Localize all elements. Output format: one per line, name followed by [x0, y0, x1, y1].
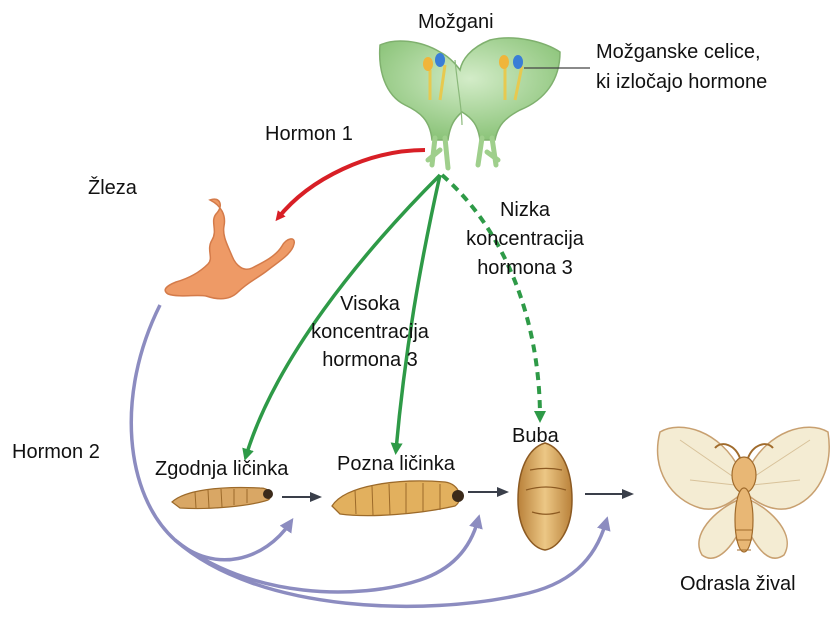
high-concentration-label-line2: koncentracija	[290, 320, 450, 344]
hormone1-label: Hormon 1	[265, 122, 353, 146]
high-concentration-label-line3: hormona 3	[290, 348, 450, 372]
early-larva-illustration	[172, 488, 273, 509]
hormone2-arrow-late	[175, 520, 478, 592]
brain-illustration	[380, 38, 560, 168]
high-concentration-label-line1: Visoka	[300, 292, 440, 316]
hormone2-arrow-early	[131, 305, 290, 560]
gland-label: Žleza	[88, 176, 137, 200]
brain-cells-label-line2: ki izločajo hormone	[596, 70, 767, 94]
early-larva-label: Zgodnja ličinka	[155, 457, 288, 481]
hormone2-label: Hormon 2	[12, 440, 100, 464]
low-concentration-label-line2: koncentracija	[445, 227, 605, 251]
low-concentration-label-line1: Nizka	[455, 198, 595, 222]
moth-illustration	[658, 427, 830, 558]
gland-illustration	[165, 199, 294, 299]
hormone1-arrow	[278, 150, 425, 218]
low-concentration-label-line3: hormona 3	[445, 256, 605, 280]
brain-label: Možgani	[418, 10, 494, 34]
pupa-illustration	[518, 443, 572, 550]
adult-label: Odrasla žival	[680, 572, 796, 596]
pupa-label: Buba	[512, 424, 559, 448]
brain-cells-label-line1: Možganske celice,	[596, 40, 761, 64]
late-larva-label: Pozna ličinka	[337, 452, 455, 476]
late-larva-illustration	[332, 481, 464, 516]
